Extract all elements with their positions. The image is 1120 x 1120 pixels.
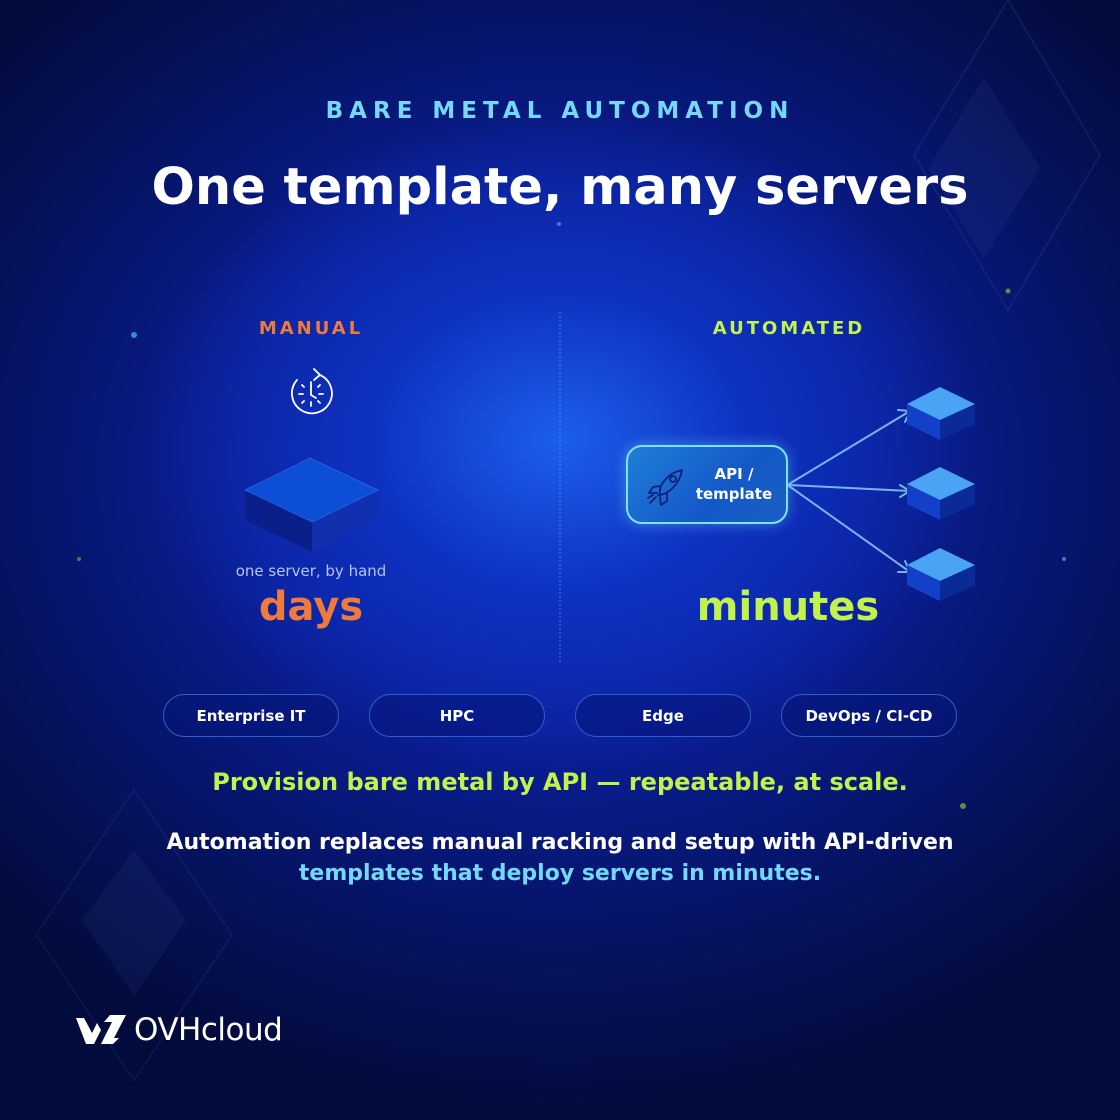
manual-label: MANUAL bbox=[258, 318, 364, 339]
pill-hpc: HPC bbox=[369, 694, 545, 737]
manual-caption: one server, by hand bbox=[235, 562, 387, 580]
api-label-line1: API / bbox=[714, 465, 754, 483]
automated-server-3 bbox=[907, 548, 975, 601]
use-case-pills: Enterprise IT HPC Edge DevOps / CI-CD bbox=[163, 694, 957, 737]
body-text-line2: templates that deploy servers in minutes… bbox=[298, 861, 822, 886]
api-label-line2: template bbox=[695, 485, 773, 503]
automated-server-2 bbox=[907, 467, 975, 520]
api-template-card: API / template bbox=[626, 445, 788, 524]
manual-duration: days bbox=[258, 584, 364, 630]
rocket-icon bbox=[647, 469, 683, 506]
pill-devops: DevOps / CI-CD bbox=[781, 694, 957, 737]
api-template-label: API / template bbox=[692, 464, 776, 504]
stopwatch-icon bbox=[291, 368, 333, 415]
automated-label: AUTOMATED bbox=[712, 318, 866, 339]
brand-logo: OVHcloud bbox=[74, 1010, 283, 1050]
ovhcloud-logo-icon bbox=[76, 1015, 126, 1044]
automated-server-1 bbox=[907, 387, 975, 440]
brand-name: OVHcloud bbox=[134, 1012, 283, 1048]
pill-enterprise-it: Enterprise IT bbox=[163, 694, 339, 737]
headline: One template, many servers bbox=[151, 158, 969, 217]
body-text-line1: Automation replaces manual racking and s… bbox=[166, 830, 954, 855]
eyebrow-title: BARE METAL AUTOMATION bbox=[325, 98, 795, 124]
pill-edge: Edge bbox=[575, 694, 751, 737]
column-divider bbox=[559, 312, 561, 662]
deploy-arrows bbox=[788, 409, 912, 573]
automated-duration: minutes bbox=[696, 584, 880, 630]
tagline: Provision bare metal by API — repeatable… bbox=[212, 768, 908, 796]
manual-server bbox=[243, 457, 380, 552]
